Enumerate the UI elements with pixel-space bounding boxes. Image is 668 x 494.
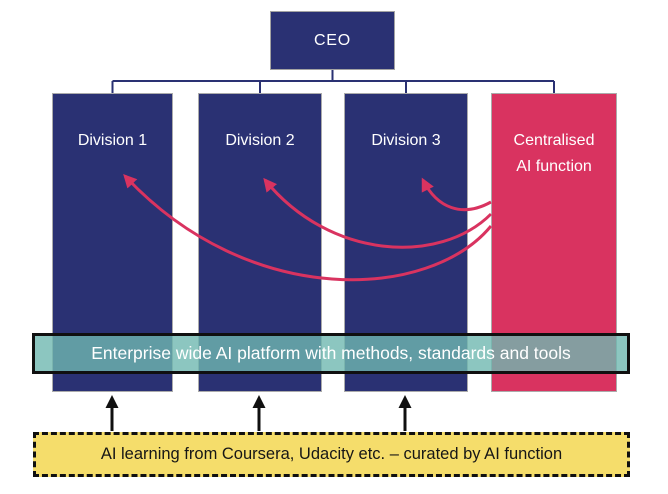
learning-to-platform-arrow-3 bbox=[398, 395, 412, 431]
learning-box-label: AI learning from Coursera, Udacity etc. … bbox=[100, 445, 563, 463]
division-3-label: Division 3 bbox=[371, 132, 441, 149]
org-chart-connector bbox=[111, 70, 555, 93]
platform-bar-label: Enterprise wide AI platform with methods… bbox=[91, 343, 571, 363]
ceo-box: CEO bbox=[270, 11, 395, 70]
learning-to-platform-arrow-2 bbox=[252, 395, 266, 431]
ai-function-label-line2: AI function bbox=[516, 158, 592, 175]
learning-to-platform-arrow-1 bbox=[105, 395, 119, 431]
learning-box: AI learning from Coursera, Udacity etc. … bbox=[33, 432, 630, 477]
division-1-label: Division 1 bbox=[77, 132, 148, 149]
ceo-label: CEO bbox=[313, 31, 352, 49]
ai-function-label-line1: Centralised bbox=[513, 132, 595, 149]
platform-bar: Enterprise wide AI platform with methods… bbox=[32, 333, 630, 374]
division-2-label: Division 2 bbox=[225, 132, 295, 149]
